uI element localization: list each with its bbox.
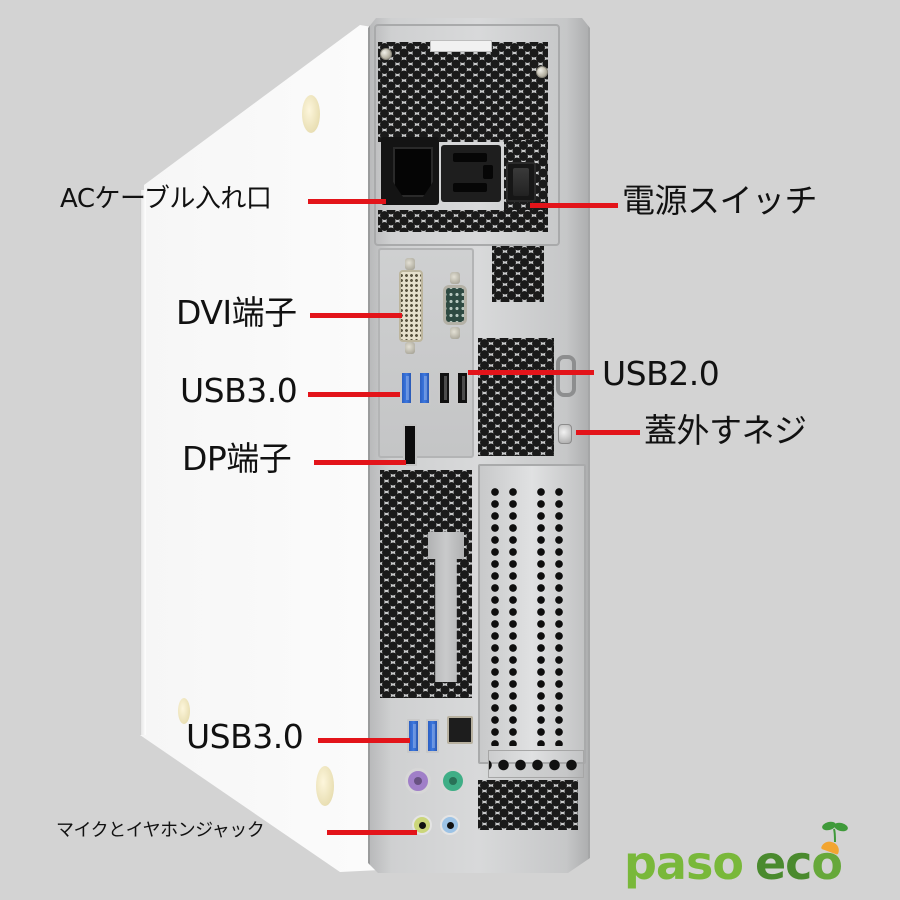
serial-screw-icon bbox=[450, 272, 460, 284]
expansion-slot-covers bbox=[478, 464, 586, 764]
dvi-port[interactable] bbox=[399, 270, 423, 342]
callout-ac-inlet bbox=[308, 199, 386, 204]
psu-vent-grill-lower bbox=[378, 210, 548, 232]
psu-vent-grill bbox=[378, 42, 548, 142]
dvi-screw-icon bbox=[405, 342, 415, 354]
label-cover-screw: 蓋外すネジ bbox=[644, 411, 807, 450]
serial-screw-icon bbox=[450, 327, 460, 339]
power-rocker-icon bbox=[513, 168, 529, 196]
label-usb3-upper: USB3.0 bbox=[180, 371, 298, 410]
ps2-mouse-port[interactable] bbox=[405, 768, 431, 794]
label-displayport: DP端子 bbox=[182, 439, 292, 478]
callout-usb3-lower bbox=[318, 738, 410, 743]
usb2-port-2[interactable] bbox=[456, 371, 469, 405]
callout-usb3-upper bbox=[308, 392, 400, 397]
callout-audio bbox=[327, 830, 417, 835]
psu-side-grill bbox=[492, 246, 544, 302]
usb3-port-upper-2[interactable] bbox=[418, 371, 431, 405]
brand-word-eco: eco bbox=[755, 821, 848, 886]
bottom-vent-grill bbox=[478, 780, 578, 830]
psu-sticker bbox=[430, 40, 492, 52]
power-switch[interactable] bbox=[506, 162, 536, 202]
padlock-loop bbox=[556, 355, 576, 397]
label-ac-inlet: ACケーブル入れ口 bbox=[60, 184, 272, 214]
brand-logo: paso eco bbox=[624, 821, 848, 890]
callout-dvi bbox=[310, 313, 402, 318]
usb3-port-lower-1[interactable] bbox=[407, 719, 420, 753]
io-vent-grill bbox=[478, 338, 554, 456]
callout-cover-screw bbox=[576, 430, 640, 435]
callout-power-switch bbox=[530, 203, 618, 208]
serial-port[interactable] bbox=[443, 285, 467, 325]
psu-screw-right bbox=[536, 66, 548, 78]
ps2-keyboard-port[interactable] bbox=[440, 768, 466, 794]
case-front-edge bbox=[140, 190, 146, 735]
lower-vent-grill bbox=[380, 470, 472, 698]
brand-word-paso: paso bbox=[624, 836, 744, 890]
usb3-port-lower-2[interactable] bbox=[426, 719, 439, 753]
label-usb3-lower: USB3.0 bbox=[186, 717, 304, 756]
label-audio-jacks: マイクとイヤホンジャック bbox=[56, 820, 265, 841]
slot-retention-bracket bbox=[488, 750, 584, 778]
line-in-jack[interactable] bbox=[440, 815, 460, 835]
callout-usb2 bbox=[468, 370, 594, 375]
sprout-leaf-icon bbox=[822, 821, 848, 842]
ac-power-outlet bbox=[441, 145, 501, 202]
label-dvi: DVI端子 bbox=[176, 293, 297, 332]
mic-jack[interactable] bbox=[412, 815, 432, 835]
case-foot-top-left bbox=[302, 95, 320, 133]
usb2-port-1[interactable] bbox=[438, 371, 451, 405]
ac-power-inlet[interactable] bbox=[381, 137, 439, 205]
case-foot-bottom bbox=[316, 766, 334, 806]
usb3-port-upper-1[interactable] bbox=[400, 371, 413, 405]
case-foot-mid bbox=[178, 698, 190, 724]
cover-thumbscrew[interactable] bbox=[558, 424, 572, 444]
brand-o: o bbox=[811, 836, 843, 890]
dvi-screw-icon bbox=[405, 258, 415, 270]
psu-frame bbox=[374, 24, 560, 246]
psu-screw-left bbox=[380, 48, 392, 60]
label-power-switch: 電源スイッチ bbox=[622, 181, 818, 220]
displayport-port[interactable] bbox=[403, 424, 417, 466]
label-usb2: USB2.0 bbox=[602, 354, 720, 393]
callout-displayport bbox=[314, 460, 406, 465]
ethernet-port[interactable] bbox=[447, 716, 473, 744]
